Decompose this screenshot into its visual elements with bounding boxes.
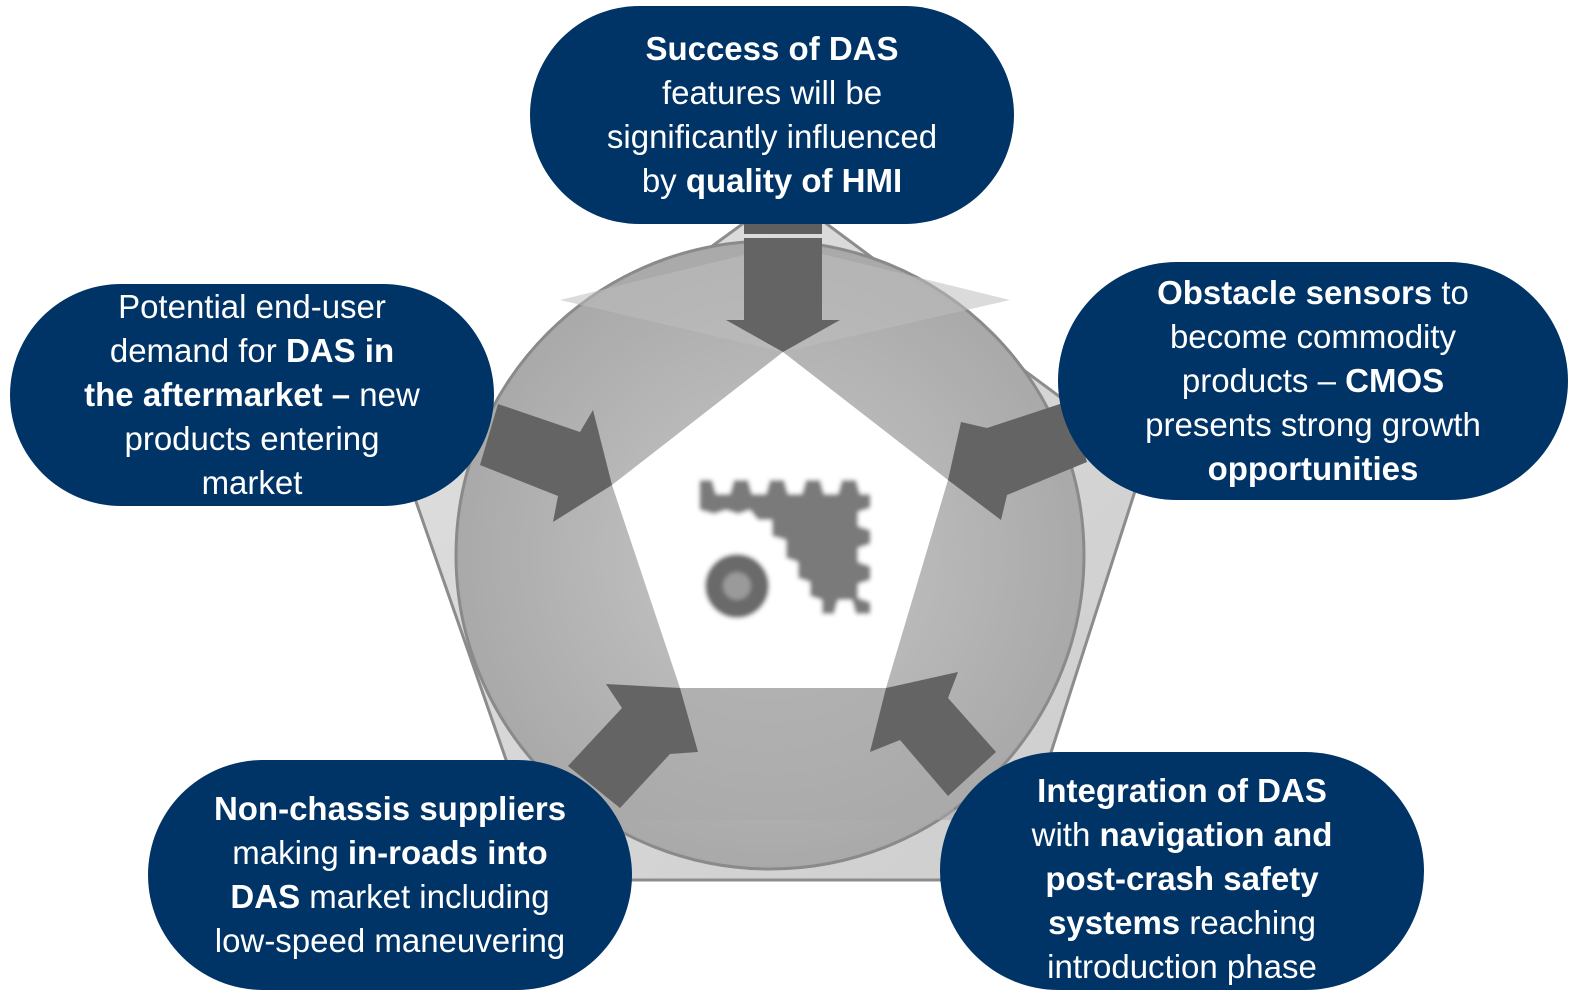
bubble-br-line2b: navigation and: [1099, 816, 1333, 853]
bubble-right-line2: become commodity: [1169, 318, 1457, 355]
bubble-left-line2a: demand for: [109, 332, 286, 369]
arrow-right: [948, 401, 1087, 520]
bubble-right-line5: opportunities: [1207, 450, 1419, 487]
bubble-left-line1: Potential end-user: [118, 288, 386, 325]
bubble-bl-line4: low-speed maneuvering: [214, 922, 566, 959]
bubble-right-line1b: to: [1432, 274, 1469, 311]
bubble-top-line1: Success of DAS: [645, 30, 899, 67]
bubble-bl-line1: Non-chassis suppliers: [213, 790, 567, 827]
bubble-bl-line3a: DAS: [230, 878, 301, 915]
bubble-aftermarket-demand: Potential end-user demand for DAS in the…: [10, 284, 494, 506]
bubble-top-line4a: by: [641, 162, 686, 199]
bubble-br-line1: Integration of DAS: [1037, 772, 1327, 809]
bubble-br-line3: post-crash safety: [1045, 860, 1319, 897]
bubble-left-line5: market: [201, 464, 303, 501]
arrow-left: [480, 404, 612, 522]
bubble-hmi-quality: Success of DAS features will be signific…: [530, 6, 1014, 224]
bubble-br-line5: introduction phase: [1047, 948, 1317, 985]
bubble-obstacle-sensors: Obstacle sensors to become commodity pro…: [1058, 262, 1568, 500]
bubble-top-line2: features will be: [661, 74, 883, 111]
bubble-right-line1a: Obstacle sensors: [1157, 274, 1433, 311]
arrow-bottom-right: [870, 672, 996, 796]
bubble-bl-line2a: making: [232, 834, 348, 871]
bubble-br-line4a: systems: [1048, 904, 1181, 941]
bubble-left-line2b: DAS in: [285, 332, 395, 369]
bubble-left-line3a: the aftermarket –: [84, 376, 351, 413]
bubble-right-line4: presents strong growth: [1145, 406, 1481, 443]
bubble-br-line4b: reaching: [1180, 904, 1316, 941]
bubble-right-line3a: products –: [1181, 362, 1346, 399]
bubble-integration-navigation: Integration of DAS with navigation and p…: [940, 752, 1424, 990]
bubble-top-line3: significantly influenced: [606, 118, 938, 155]
arrow-bottom-left: [568, 684, 698, 808]
bubble-non-chassis-suppliers: Non-chassis suppliers making in-roads in…: [148, 760, 632, 990]
bubble-bl-line2b: in-roads into: [347, 834, 548, 871]
ring-wedge-bottom: [600, 688, 960, 820]
bubble-top-line4b: quality of HMI: [685, 162, 903, 199]
arrow-top: [726, 224, 840, 352]
bubble-br-line2a: with: [1031, 816, 1100, 853]
bubble-left-line3b: new: [350, 376, 420, 413]
bubble-bl-line3b: market including: [300, 878, 550, 915]
gears-icon: [700, 470, 870, 625]
bubble-left-line4: products entering: [124, 420, 380, 457]
bubble-right-line3b: CMOS: [1345, 362, 1445, 399]
